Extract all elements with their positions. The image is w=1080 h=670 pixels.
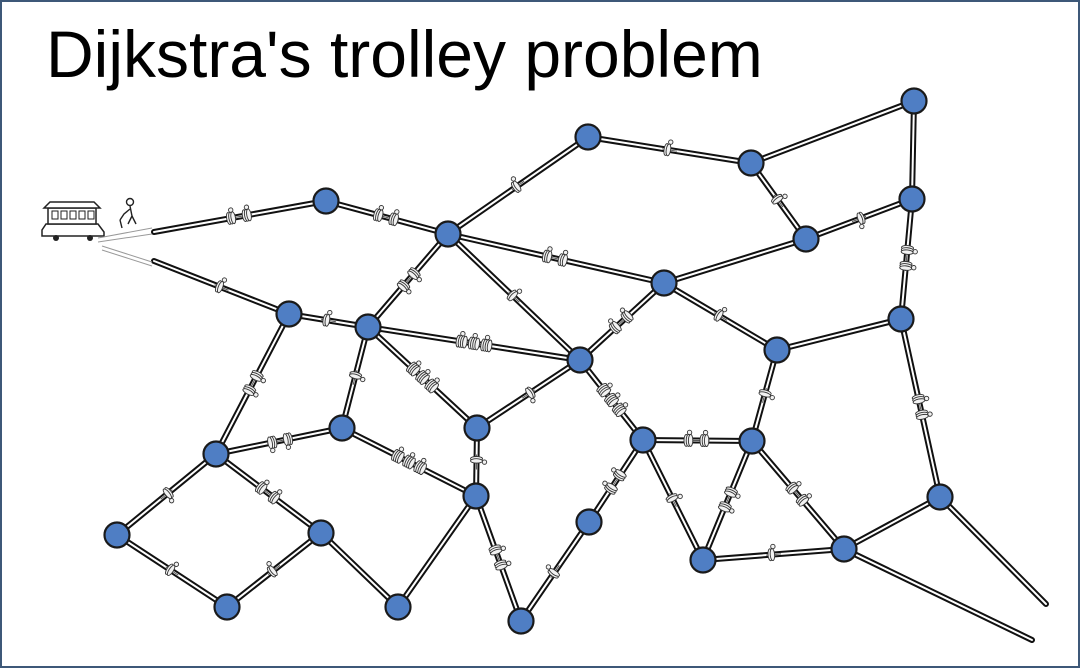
graph-node-q	[631, 428, 656, 453]
track-d-e	[751, 101, 914, 163]
bound-people-icon	[405, 358, 442, 394]
graph-node-a	[314, 189, 339, 214]
graph-node-w	[577, 510, 602, 535]
graph-node-j	[356, 315, 381, 340]
graph-node-z	[215, 595, 240, 620]
graph-node-aa	[386, 595, 411, 620]
graph-node-c	[576, 125, 601, 150]
graph-node-x	[691, 548, 716, 573]
bound-people-icon	[390, 445, 429, 476]
track-v-aa	[321, 533, 398, 607]
graph-node-h	[652, 271, 677, 296]
track-s-aa	[398, 496, 476, 607]
track-e-g	[912, 101, 914, 199]
graph-node-m	[889, 307, 914, 332]
graph-node-o	[465, 416, 490, 441]
graph-node-ab	[509, 609, 534, 634]
graph-node-k	[568, 348, 593, 373]
graph-node-g	[900, 187, 925, 212]
lever-person-icon	[120, 199, 136, 229]
graph-node-b	[436, 222, 461, 247]
graph-node-l	[765, 338, 790, 363]
track-l-m	[777, 319, 901, 350]
graph-node-y	[832, 537, 857, 562]
graph-node-s	[464, 484, 489, 509]
start-rails	[98, 228, 152, 266]
graph-node-p	[204, 442, 229, 467]
graph-node-e	[902, 89, 927, 114]
graph-node-d	[739, 151, 764, 176]
bound-people-icon	[455, 331, 493, 353]
graph-node-r	[740, 429, 765, 454]
graph-node-t	[928, 485, 953, 510]
trolley-icon	[42, 202, 104, 241]
graph-node-v	[309, 521, 334, 546]
graph-node-u	[105, 523, 130, 548]
graph-node-f	[794, 227, 819, 252]
track-y-t	[844, 497, 940, 549]
track-t-e1	[940, 497, 1046, 604]
graph-node-i	[277, 302, 302, 327]
graph-node-n	[330, 416, 355, 441]
track-h-f	[664, 239, 806, 283]
bound-people-icon	[596, 380, 631, 418]
